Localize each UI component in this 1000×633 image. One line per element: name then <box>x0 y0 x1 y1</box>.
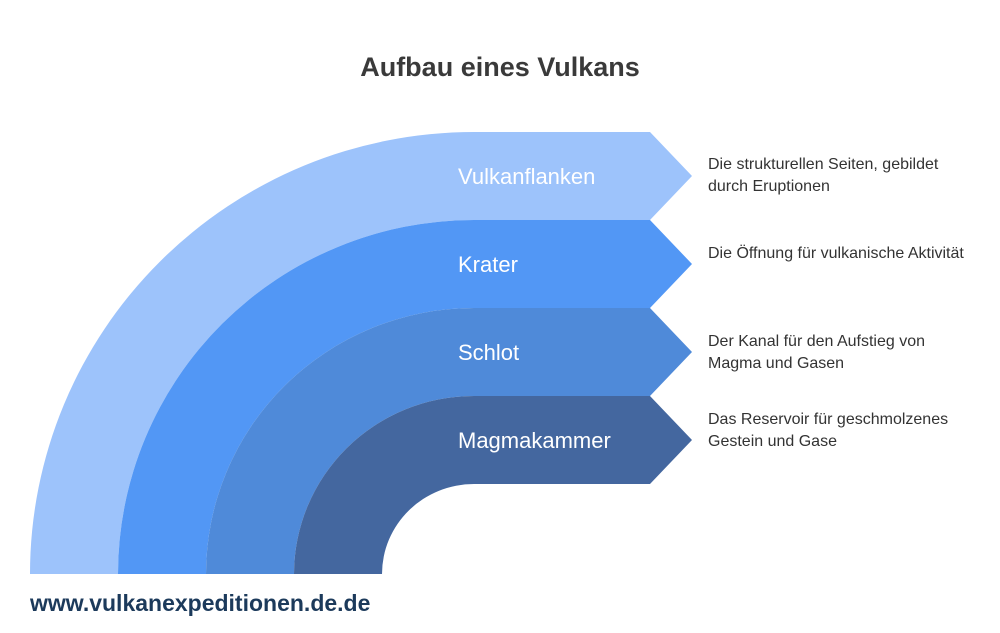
layer-band-schlot <box>206 308 692 574</box>
layer-description-vulkanflanken: Die strukturellen Seiten, gebildet durch… <box>708 156 939 195</box>
layer-band-krater <box>118 220 692 574</box>
footer-website-url: www.vulkanexpeditionen.de.de <box>30 590 371 616</box>
layer-label-vulkanflanken: Vulkanflanken <box>458 164 595 189</box>
layer-label-krater: Krater <box>458 252 518 277</box>
layer-description-krater: Die Öffnung für vulkanische Aktivität <box>708 245 964 262</box>
layer-label-magmakammer: Magmakammer <box>458 428 611 453</box>
layer-description-schlot: Der Kanal für den Aufstieg von Magma und… <box>708 333 926 372</box>
diagram-title: Aufbau eines Vulkans <box>360 52 640 82</box>
layer-band-magmakammer <box>294 396 692 574</box>
layer-description-magmakammer: Das Reservoir für geschmolzenes Gestein … <box>708 411 949 450</box>
layer-label-schlot: Schlot <box>458 340 519 365</box>
layer-band-vulkanflanken <box>30 132 692 574</box>
